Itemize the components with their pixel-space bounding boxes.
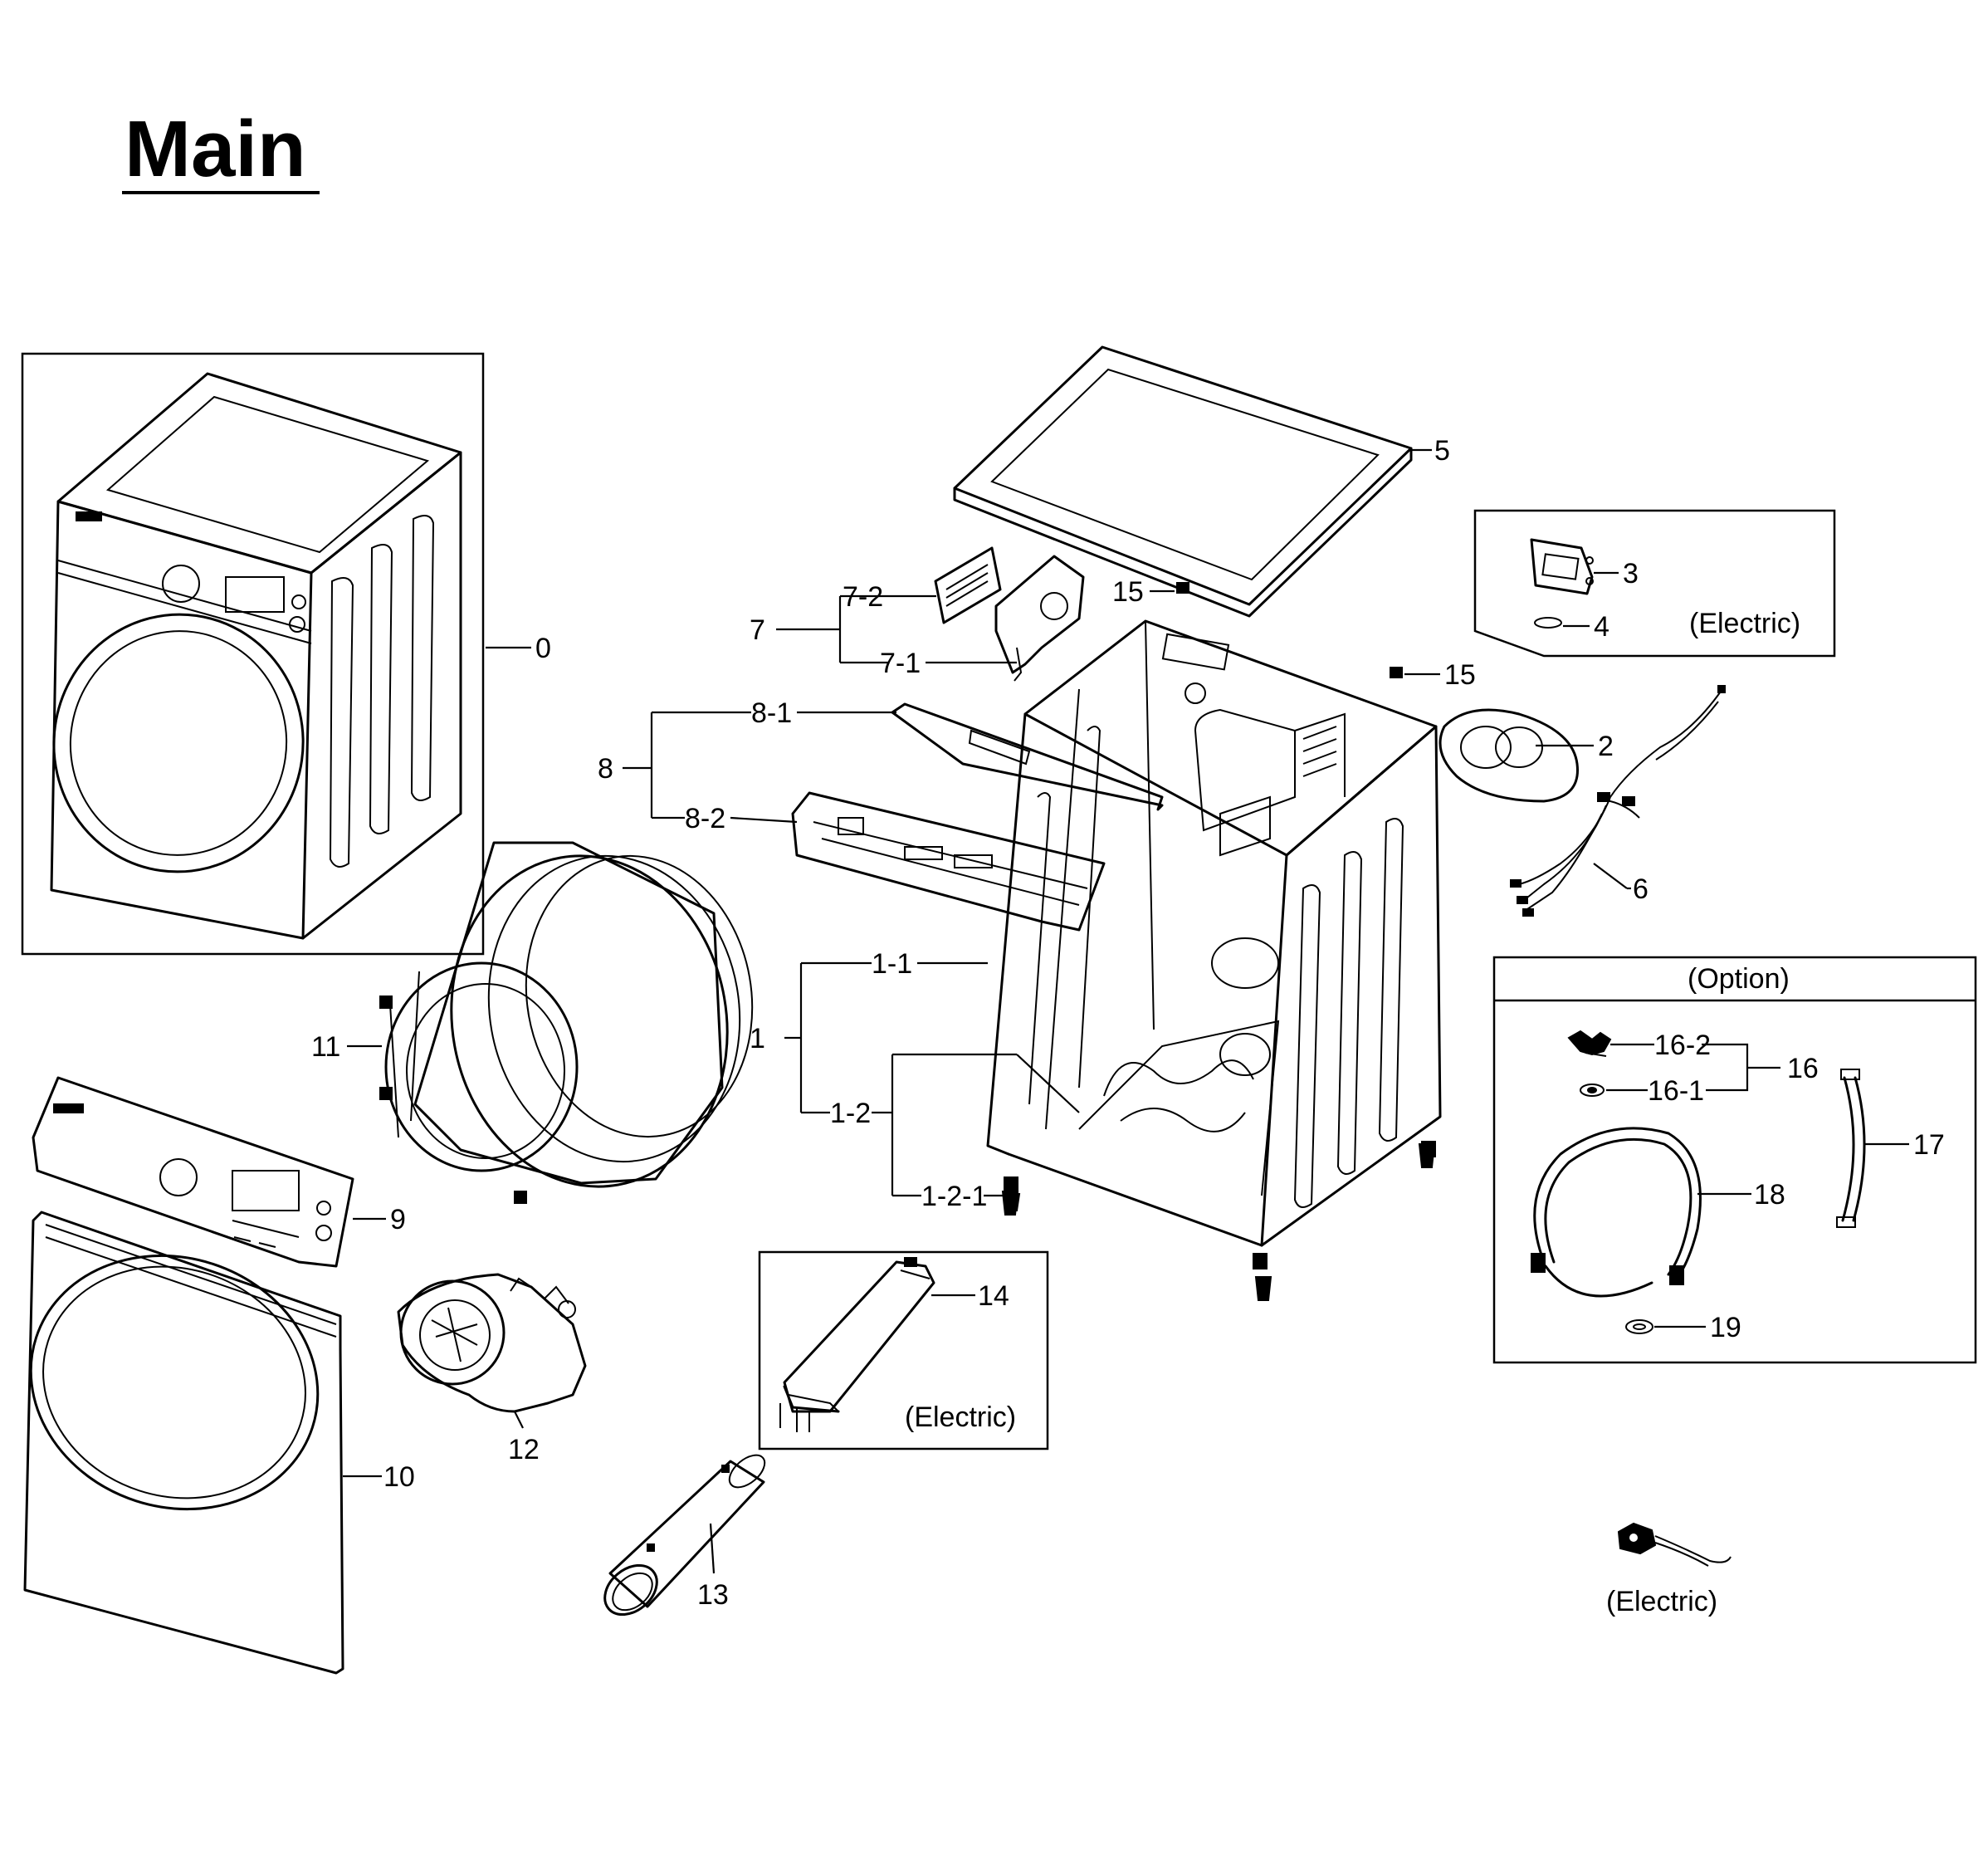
label-7-1: 7-1 bbox=[880, 648, 921, 679]
assembled-dryer-illustration bbox=[21, 352, 485, 956]
leader-12 bbox=[514, 1411, 524, 1429]
label-1-1: 1-1 bbox=[872, 948, 912, 980]
leveling-foot-1-2-1 bbox=[1001, 1191, 1019, 1216]
label-6: 6 bbox=[1633, 873, 1649, 905]
front-panel-illustration bbox=[23, 1211, 344, 1675]
exhaust-duct-illustration bbox=[603, 1454, 766, 1617]
label-2: 2 bbox=[1598, 731, 1614, 762]
note-electric-cord: (Electric) bbox=[1606, 1586, 1717, 1617]
terminal-block-illustration bbox=[1530, 538, 1594, 595]
label-8-2: 8-2 bbox=[685, 803, 725, 834]
option-box bbox=[1492, 956, 1977, 1364]
label-14: 14 bbox=[978, 1280, 1009, 1312]
leveling-foot-right bbox=[1418, 1143, 1436, 1168]
label-16-2: 16-2 bbox=[1654, 1030, 1711, 1061]
washer-16-1 bbox=[1580, 1084, 1605, 1097]
heater-illustration bbox=[779, 1257, 935, 1432]
y-connector-illustration bbox=[1567, 1030, 1612, 1057]
label-9: 9 bbox=[390, 1204, 406, 1235]
top-cover-illustration bbox=[953, 345, 1413, 618]
label-17: 17 bbox=[1913, 1129, 1945, 1161]
label-8: 8 bbox=[598, 753, 613, 785]
control-bracket-illustration bbox=[791, 702, 1164, 932]
label-16-1: 16-1 bbox=[1648, 1075, 1704, 1107]
label-4: 4 bbox=[1594, 611, 1609, 643]
diagram-title: Main bbox=[125, 105, 306, 193]
fastener-15-top bbox=[1176, 582, 1189, 594]
label-11: 11 bbox=[311, 1031, 340, 1063]
blower-illustration bbox=[397, 1273, 587, 1413]
label-0: 0 bbox=[535, 633, 551, 664]
label-12: 12 bbox=[508, 1434, 540, 1465]
fill-hose-illustration bbox=[1531, 1127, 1702, 1298]
label-16: 16 bbox=[1787, 1053, 1819, 1084]
control-panel-illustration bbox=[32, 1076, 354, 1268]
assembled-dryer-box bbox=[21, 352, 485, 956]
label-15-top: 15 bbox=[1112, 576, 1144, 608]
label-15-right: 15 bbox=[1444, 659, 1476, 691]
label-7-2: 7-2 bbox=[843, 581, 883, 613]
drum-illustration bbox=[379, 841, 754, 1204]
leader-8-2 bbox=[730, 816, 798, 824]
label-10: 10 bbox=[383, 1461, 415, 1493]
washer-4 bbox=[1534, 617, 1562, 629]
note-option: (Option) bbox=[1688, 963, 1790, 995]
label-18: 18 bbox=[1754, 1179, 1785, 1211]
power-cord-illustration bbox=[1617, 1522, 1732, 1567]
note-electric-top: (Electric) bbox=[1689, 608, 1800, 639]
note-electric-heater: (Electric) bbox=[905, 1402, 1016, 1433]
leader-13 bbox=[709, 1523, 716, 1574]
leader-6 bbox=[1593, 863, 1628, 889]
motor-cover-illustration bbox=[1438, 708, 1579, 803]
label-19: 19 bbox=[1710, 1312, 1741, 1343]
leveling-foot-front bbox=[1254, 1276, 1272, 1301]
label-1-2-1: 1-2-1 bbox=[921, 1181, 987, 1212]
wire-harness-illustration bbox=[1510, 685, 1726, 917]
label-13: 13 bbox=[697, 1579, 729, 1611]
filter-housing-illustration bbox=[934, 546, 1085, 682]
label-1-2: 1-2 bbox=[830, 1098, 871, 1129]
label-5: 5 bbox=[1434, 435, 1450, 467]
label-7: 7 bbox=[750, 614, 765, 646]
washer-19 bbox=[1625, 1319, 1653, 1334]
electric-box-top bbox=[1473, 509, 1836, 658]
cabinet-illustration bbox=[986, 619, 1442, 1269]
label-3: 3 bbox=[1623, 558, 1639, 589]
fastener-15-right bbox=[1390, 667, 1403, 678]
label-1: 1 bbox=[750, 1023, 765, 1054]
label-8-1: 8-1 bbox=[751, 697, 792, 729]
short-hose-illustration bbox=[1836, 1069, 1866, 1228]
electric-box-heater bbox=[758, 1250, 1049, 1450]
